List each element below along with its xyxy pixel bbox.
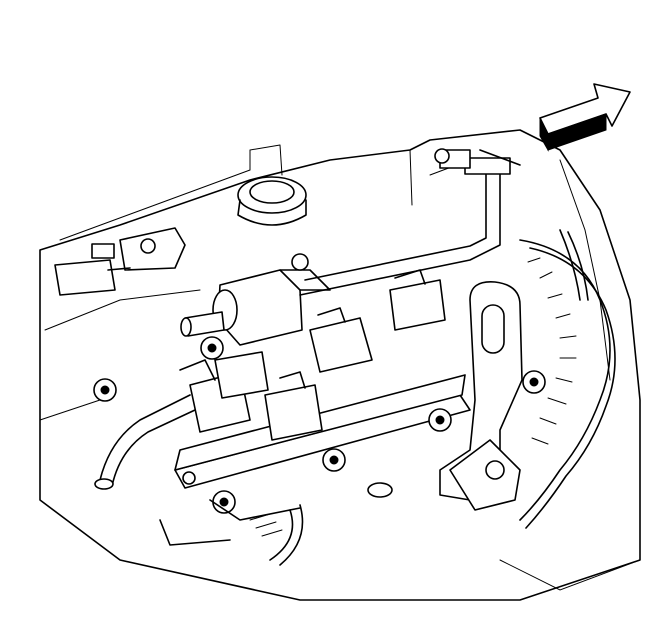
coolant-hose: [94, 394, 196, 490]
lower-details: [159, 482, 393, 546]
oil-filler-neck: [237, 176, 307, 226]
engine-block-outline: [39, 129, 641, 601]
lifting-bracket: [439, 281, 523, 511]
direction-arrow-icon: [539, 83, 631, 152]
fuel-feed-line: [299, 148, 521, 296]
injector-3: [309, 307, 373, 373]
left-bracket: [54, 227, 186, 296]
injector-5: [214, 351, 269, 399]
wiring-harness: [269, 229, 616, 566]
injector-2: [264, 371, 323, 441]
fuel-rail-bolts: [93, 336, 546, 514]
injector-4: [389, 269, 446, 331]
fuel-pressure-regulator: [180, 253, 331, 346]
